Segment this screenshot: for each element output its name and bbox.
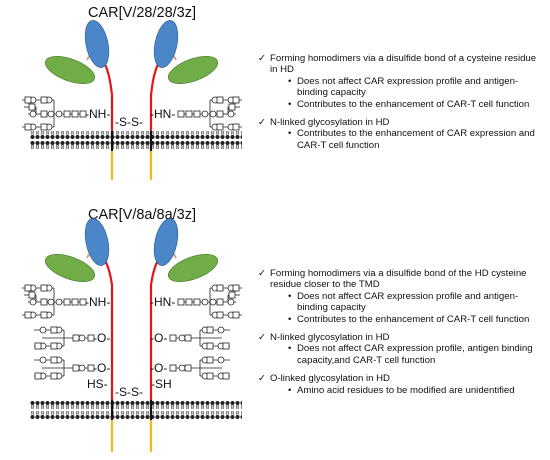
top-right-n-glycan xyxy=(177,96,243,131)
bottom-ss-label: -S-S- xyxy=(115,385,143,399)
bottom-left-o-glycan-2 xyxy=(33,356,95,380)
bottom-bullet-3-text: O-linked glycosylation in HD xyxy=(270,373,390,385)
bottom-nh-label: -NH- xyxy=(85,295,110,309)
bottom-title: CAR[V/8a/8a/3z] xyxy=(88,207,196,223)
bullet-dot-icon: • xyxy=(288,290,292,302)
bottom-o-label-right-1: -O- xyxy=(150,331,167,345)
top-right-green-domain xyxy=(167,56,219,84)
bottom-o-label-right-2: -O- xyxy=(150,361,167,375)
top-right-blue-domain xyxy=(153,20,179,68)
bottom-o-label-left-2: -O- xyxy=(93,361,110,375)
bullet-dot-icon: • xyxy=(288,128,292,140)
bottom-right-o-glycan-1 xyxy=(169,326,231,350)
bullet-dot-icon: • xyxy=(288,98,292,110)
bullet-dot-icon: • xyxy=(288,343,292,355)
top-bullets: ✓ Forming homodimers via a disulfide bon… xyxy=(258,53,540,158)
check-icon: ✓ xyxy=(258,268,267,279)
top-bullet-1-sub-1: • Does not affect CAR expression profile… xyxy=(288,75,519,99)
top-title: CAR[V/28/28/3z] xyxy=(88,5,196,21)
top-bullet-2-text: N-linked glycosylation in HD xyxy=(270,117,390,129)
bottom-bullet-3-sub-1: • Amino acid residues to be modified are… xyxy=(288,384,515,396)
bottom-hs-label: HS- xyxy=(87,377,108,391)
bottom-left-o-glycan-1 xyxy=(33,326,95,350)
bottom-hn-label: -HN- xyxy=(150,295,175,309)
bottom-right-blue-domain xyxy=(153,218,179,266)
bottom-bullet-3: ✓ O-linked glycosylation in HD • Amino a… xyxy=(258,373,540,396)
top-membrane xyxy=(30,131,242,151)
top-nh-label: -NH- xyxy=(85,107,110,121)
check-icon: ✓ xyxy=(258,332,267,344)
top-left-n-glycan xyxy=(21,96,87,131)
top-bullet-1-sub-2: • Contributes to the enhancement of CAR-… xyxy=(288,98,530,110)
top-ss-label: -S-S- xyxy=(115,115,143,129)
bottom-membrane xyxy=(30,400,242,420)
bullet-dot-icon: • xyxy=(288,75,292,87)
check-icon: ✓ xyxy=(258,117,267,129)
check-icon: ✓ xyxy=(258,53,267,64)
bottom-left-blue-domain xyxy=(84,218,110,266)
bottom-sh-label: -SH xyxy=(151,377,172,391)
bottom-bullet-2-text: N-linked glycosylation in HD xyxy=(270,332,390,344)
bullet-dot-icon: • xyxy=(288,313,292,325)
bottom-right-green-domain xyxy=(167,254,219,282)
bottom-right-o-glycan-2 xyxy=(169,356,231,380)
top-hn-label: -HN- xyxy=(150,107,175,121)
bottom-bullet-1-text: Forming homodimers via a disulfide bond … xyxy=(270,268,527,291)
check-icon: ✓ xyxy=(258,373,267,385)
top-bullet-2-sub-1: • Contributes to the enhancement of CAR … xyxy=(288,128,535,151)
top-left-blue-domain xyxy=(84,20,110,68)
bullet-dot-icon: • xyxy=(288,384,292,396)
top-bullet-1-text: Forming homodimers via a disulfide bond … xyxy=(270,53,537,76)
bottom-bullet-1: ✓ Forming homodimers via a disulfide bon… xyxy=(258,268,540,325)
top-bullet-2: ✓ N-linked glycosylation in HD • Contrib… xyxy=(258,117,540,151)
bottom-o-label-left-1: -O- xyxy=(93,331,110,345)
bottom-bullet-2: ✓ N-linked glycosylation in HD • Does no… xyxy=(258,332,540,366)
top-left-green-domain xyxy=(44,56,96,84)
top-bullet-1: ✓ Forming homodimers via a disulfide bon… xyxy=(258,53,540,110)
bottom-left-green-domain xyxy=(44,254,96,282)
bottom-right-n-glycan xyxy=(177,284,243,319)
bottom-bullets: ✓ Forming homodimers via a disulfide bon… xyxy=(258,268,540,403)
bottom-bullet-1-sub-1: • Does not affect CAR expression profile… xyxy=(288,290,519,314)
bottom-left-n-glycan xyxy=(21,284,87,319)
bottom-bullet-1-sub-2: • Contributes to the enhancement of CAR-… xyxy=(288,313,530,325)
bottom-bullet-2-sub-1: • Does not affect CAR expression profile… xyxy=(288,343,533,366)
